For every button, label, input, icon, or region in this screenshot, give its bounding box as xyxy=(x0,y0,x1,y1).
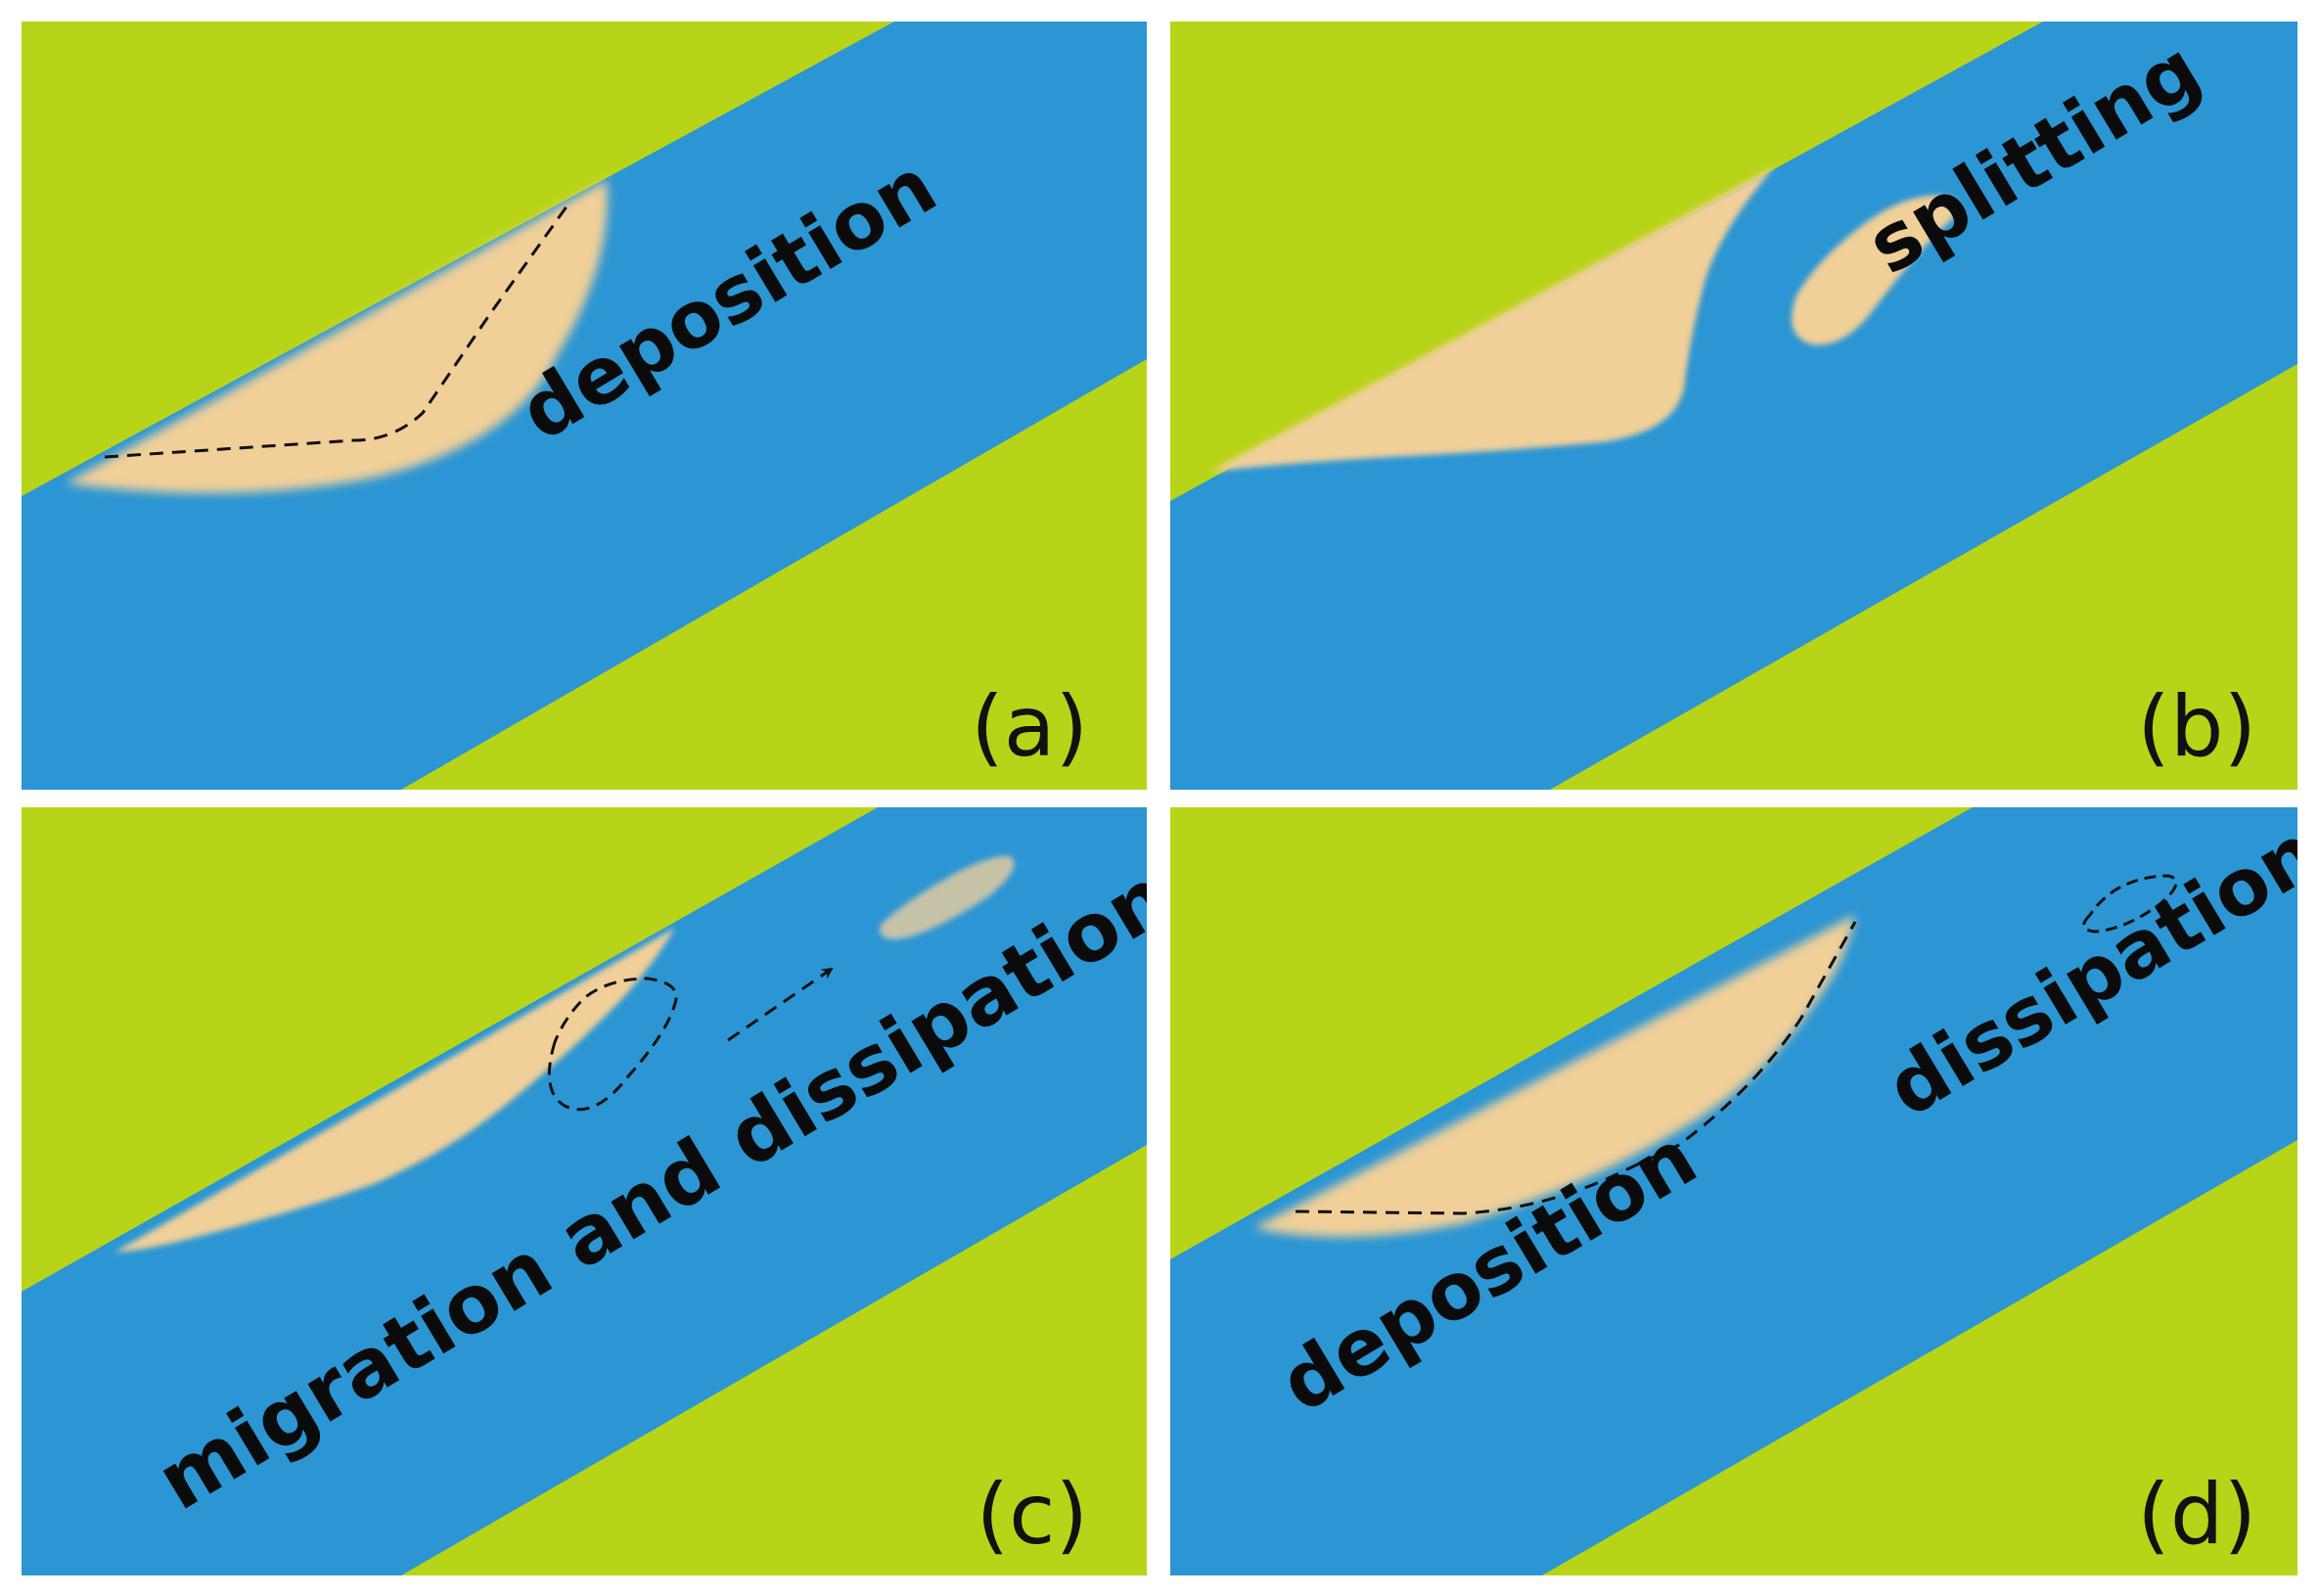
panel-b: splitting (b) xyxy=(1170,22,2297,790)
panel-caption: (d) xyxy=(2137,1466,2256,1564)
panel-caption: (a) xyxy=(971,678,1088,776)
point-bar xyxy=(114,928,675,1253)
former-bar-outline xyxy=(547,977,678,1112)
panel-c-figure: migration and dissipation (c) xyxy=(22,807,1147,1575)
panel-caption: (c) xyxy=(977,1466,1088,1564)
dissipated-bar-outline xyxy=(2082,874,2178,934)
panel-a: deposition (a) xyxy=(22,22,1147,790)
river-channel xyxy=(1170,22,2297,790)
point-bar xyxy=(1253,915,1855,1237)
river-channel xyxy=(1170,807,2297,1575)
point-bar xyxy=(66,180,608,493)
migrating-bar xyxy=(880,855,1015,939)
former-bar-outline xyxy=(104,202,571,459)
panel-a-figure: deposition (a) xyxy=(22,22,1147,790)
point-bar xyxy=(1209,166,1775,472)
panel-c: migration and dissipation (c) xyxy=(22,807,1147,1575)
split-bar xyxy=(1792,195,1958,345)
panel-d-figure: deposition dissipation (d) xyxy=(1170,807,2297,1575)
panel-d: deposition dissipation (d) xyxy=(1170,807,2297,1575)
panel-b-figure: splitting (b) xyxy=(1170,22,2297,790)
panel-caption: (b) xyxy=(2137,678,2256,776)
former-bar-outline xyxy=(1295,921,1857,1215)
river-channel xyxy=(22,807,1147,1575)
river-channel xyxy=(22,22,1147,790)
